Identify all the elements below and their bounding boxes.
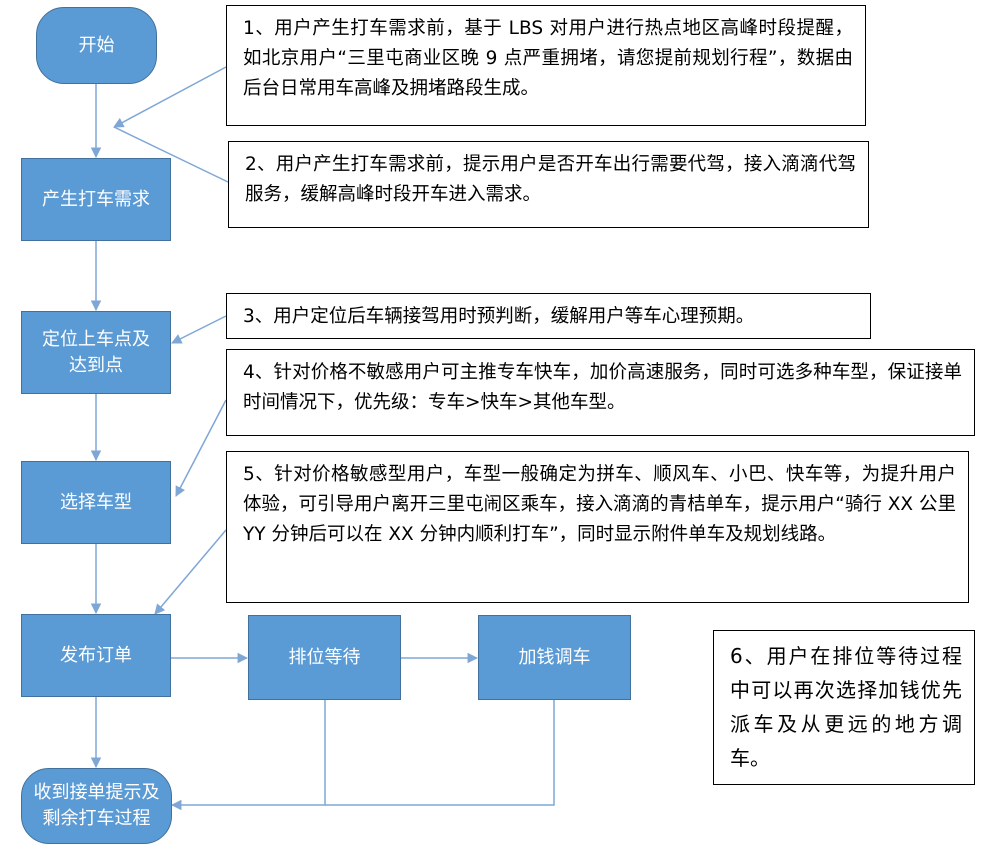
locate-pickup-node: 定位上车点及达到点 xyxy=(21,311,171,394)
queue-wait-label: 排位等待 xyxy=(288,646,361,668)
callout-note5 xyxy=(154,529,227,615)
note-3: 3、用户定位后车辆接驾用时预判断，缓解用户等车心理预期。 xyxy=(226,293,871,339)
queue-wait-node: 排位等待 xyxy=(248,615,401,700)
locate-pickup-label: 定位上车点及达到点 xyxy=(42,328,150,376)
note-2: 2、用户产生打车需求前，提示用户是否开车出行需要代驾，接入滴滴代驾服务，缓解高峰… xyxy=(228,141,869,228)
note-1-text: 1、用户产生打车需求前，基于 LBS 对用户进行热点地区高峰时段提醒，如北京用户… xyxy=(243,18,853,99)
note-1: 1、用户产生打车需求前，基于 LBS 对用户进行热点地区高峰时段提醒，如北京用户… xyxy=(226,5,866,126)
publish-order-node: 发布订单 xyxy=(21,614,171,697)
callout-note2 xyxy=(113,126,229,183)
note-4: 4、针对价格不敏感用户可主推专车快车，加价高速服务，同时可选多种车型，保证接单时… xyxy=(226,349,975,436)
generate-demand-node: 产生打车需求 xyxy=(21,158,171,241)
choose-car-type-label: 选择车型 xyxy=(60,491,132,513)
line-surcharge-to-received xyxy=(325,700,555,806)
callout-note4 xyxy=(175,399,227,497)
start-label: 开始 xyxy=(78,34,115,56)
note-5-text: 5、针对价格敏感型用户，车型一般确定为拼车、顺风车、小巴、快车等，为提升用户体验… xyxy=(243,464,956,545)
generate-demand-label: 产生打车需求 xyxy=(42,188,150,210)
publish-order-label: 发布订单 xyxy=(60,644,132,666)
surcharge-dispatch-node: 加钱调车 xyxy=(478,615,631,700)
order-received-node: 收到接单提示及剩余打车过程 xyxy=(21,768,172,844)
callout-note1 xyxy=(113,66,227,128)
note-6: 6、用户在排位等待过程中可以再次选择加钱优先派车及从更远的地方调车。 xyxy=(713,630,975,785)
note-5: 5、针对价格敏感型用户，车型一般确定为拼车、顺风车、小巴、快车等，为提升用户体验… xyxy=(226,451,969,603)
choose-car-type-node: 选择车型 xyxy=(21,461,171,544)
note-3-text: 3、用户定位后车辆接驾用时预判断，缓解用户等车心理预期。 xyxy=(243,306,755,327)
note-2-text: 2、用户产生打车需求前，提示用户是否开车出行需要代驾，接入滴滴代驾服务，缓解高峰… xyxy=(245,154,856,205)
order-received-label: 收到接单提示及剩余打车过程 xyxy=(33,782,160,829)
note-6-text: 6、用户在排位等待过程中可以再次选择加钱优先派车及从更远的地方调车。 xyxy=(730,644,962,770)
line-queue-to-received xyxy=(170,700,326,811)
callout-note3 xyxy=(171,315,227,344)
start-node: 开始 xyxy=(36,7,157,84)
surcharge-dispatch-label: 加钱调车 xyxy=(518,646,591,668)
note-4-text: 4、针对价格不敏感用户可主推专车快车，加价高速服务，同时可选多种车型，保证接单时… xyxy=(243,362,962,413)
